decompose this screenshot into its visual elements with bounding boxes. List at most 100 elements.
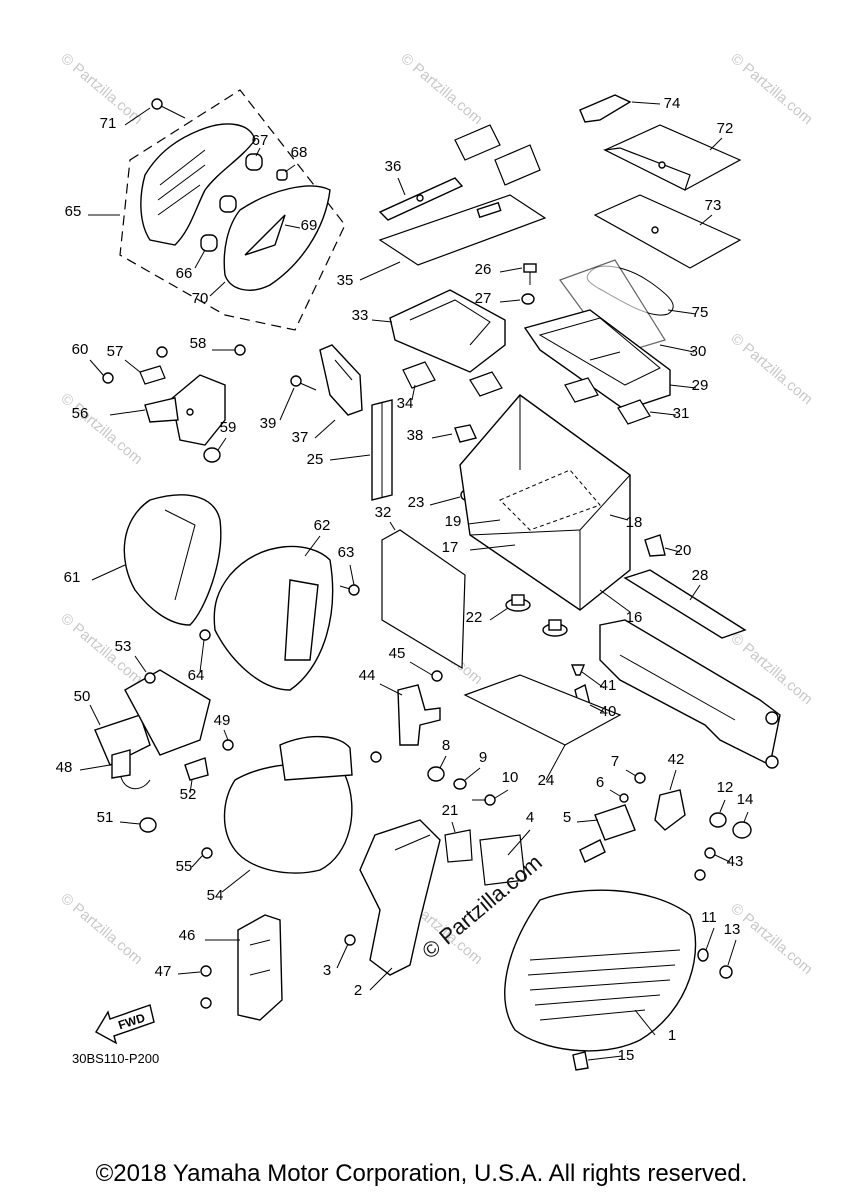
watermark-3: © Partzilla.com bbox=[727, 50, 815, 128]
part-58-bolt bbox=[234, 344, 246, 356]
callout-74: 74 bbox=[664, 95, 681, 112]
leader-line-24 bbox=[545, 744, 566, 781]
part-63-screw bbox=[339, 584, 360, 596]
part-47-screw-lower bbox=[200, 997, 212, 1009]
callout-64: 64 bbox=[188, 667, 205, 684]
leader-line-4 bbox=[507, 829, 531, 856]
part-55-screw-lower bbox=[201, 847, 213, 859]
assembly-65-outline bbox=[119, 89, 346, 331]
watermark-6: © Partzilla.com bbox=[57, 610, 145, 688]
part-73-sheet bbox=[593, 194, 742, 269]
callout-36: 36 bbox=[385, 158, 402, 175]
callout-47: 47 bbox=[155, 963, 172, 980]
leader-line-36 bbox=[397, 177, 406, 196]
leader-line-9 bbox=[464, 767, 481, 781]
callout-20: 20 bbox=[675, 542, 692, 559]
part-37-bracket bbox=[319, 344, 363, 416]
leader-line-51 bbox=[119, 821, 141, 825]
callout-4: 4 bbox=[526, 809, 534, 826]
part-49-bolt bbox=[222, 739, 234, 751]
part-74-clip bbox=[579, 94, 632, 123]
part-71-screw bbox=[151, 98, 186, 119]
part-15-clip bbox=[572, 1051, 589, 1071]
leader-line-66 bbox=[194, 249, 206, 269]
callout-16: 16 bbox=[626, 609, 643, 626]
part-29-battery-box bbox=[523, 309, 671, 411]
leader-line-18 bbox=[609, 514, 629, 521]
part-38-clip bbox=[454, 424, 477, 443]
leader-line-43 bbox=[714, 854, 731, 863]
part-1-main-cover bbox=[504, 889, 697, 1052]
leader-line-69 bbox=[284, 224, 301, 229]
callout-25: 25 bbox=[307, 451, 324, 468]
watermark-4: © Partzilla.com bbox=[57, 390, 145, 468]
leader-line-35 bbox=[359, 261, 401, 281]
diagram-code: 30BS110-P200 bbox=[72, 1051, 159, 1066]
leader-line-37 bbox=[314, 419, 336, 439]
leader-line-20 bbox=[664, 547, 681, 553]
leader-line-41 bbox=[581, 671, 605, 689]
leader-line-17 bbox=[469, 544, 516, 551]
part-46-bracket bbox=[237, 914, 283, 1021]
callout-12: 12 bbox=[717, 779, 734, 796]
leader-line-16 bbox=[599, 589, 631, 613]
leader-line-34 bbox=[411, 384, 416, 401]
part-6-washer bbox=[619, 793, 629, 803]
part-60-screw-left bbox=[102, 372, 114, 384]
leader-line-11 bbox=[705, 927, 715, 951]
callout-50: 50 bbox=[74, 688, 91, 705]
leader-line-29 bbox=[669, 384, 697, 389]
callout-71: 71 bbox=[100, 115, 117, 132]
callout-73: 73 bbox=[705, 197, 722, 214]
leader-line-19 bbox=[467, 519, 501, 525]
part-66-grommet-upper bbox=[219, 195, 237, 213]
callout-7: 7 bbox=[611, 753, 619, 770]
part-22-grommet-left bbox=[505, 594, 531, 612]
callout-59: 59 bbox=[220, 419, 237, 436]
leader-line-5 bbox=[576, 819, 599, 823]
callout-58: 58 bbox=[190, 335, 207, 352]
leader-line-23 bbox=[429, 496, 461, 506]
leader-line-28 bbox=[689, 584, 701, 601]
leader-line-14 bbox=[743, 811, 749, 823]
part-67-grommet bbox=[245, 153, 263, 171]
leader-line-25 bbox=[329, 454, 371, 461]
callout-33: 33 bbox=[352, 307, 369, 324]
callout-55: 55 bbox=[176, 858, 193, 875]
part-12-collar bbox=[709, 812, 727, 828]
callout-28: 28 bbox=[692, 567, 709, 584]
leader-line-8 bbox=[439, 755, 447, 769]
part-61-side-cover bbox=[123, 494, 222, 626]
callout-27: 27 bbox=[475, 290, 492, 307]
callout-70: 70 bbox=[192, 290, 209, 307]
callout-19: 19 bbox=[445, 513, 462, 530]
leader-line-73 bbox=[699, 214, 713, 226]
leader-line-55 bbox=[191, 855, 203, 868]
fwd-arrow-icon: FWD bbox=[95, 1004, 155, 1045]
callout-48: 48 bbox=[56, 759, 73, 776]
leader-line-42 bbox=[669, 769, 677, 791]
leader-line-72 bbox=[709, 137, 723, 151]
callout-66: 66 bbox=[176, 265, 193, 282]
leader-line-53 bbox=[134, 655, 147, 673]
callout-62: 62 bbox=[314, 517, 331, 534]
callout-54: 54 bbox=[207, 887, 224, 904]
leader-line-63 bbox=[349, 564, 355, 586]
leader-line-40 bbox=[589, 704, 605, 713]
leader-line-1 bbox=[634, 1009, 656, 1036]
leader-line-71 bbox=[124, 107, 151, 126]
callout-29: 29 bbox=[692, 377, 709, 394]
leader-line-67 bbox=[255, 147, 261, 157]
part-60-screw-upper bbox=[156, 346, 168, 358]
leader-line-39 bbox=[279, 387, 295, 421]
part-59-grommet bbox=[203, 447, 221, 463]
part-22-grommet-right bbox=[542, 619, 568, 637]
callout-53: 53 bbox=[115, 638, 132, 655]
part-14-grommet bbox=[732, 821, 752, 839]
part-39-bolt bbox=[290, 375, 317, 391]
leader-line-75 bbox=[667, 309, 697, 315]
part-35-plate bbox=[378, 194, 547, 266]
callout-1: 1 bbox=[668, 1027, 676, 1044]
part-55-screw-upper bbox=[370, 751, 382, 763]
watermark-9: © Partzilla.com bbox=[57, 890, 145, 968]
